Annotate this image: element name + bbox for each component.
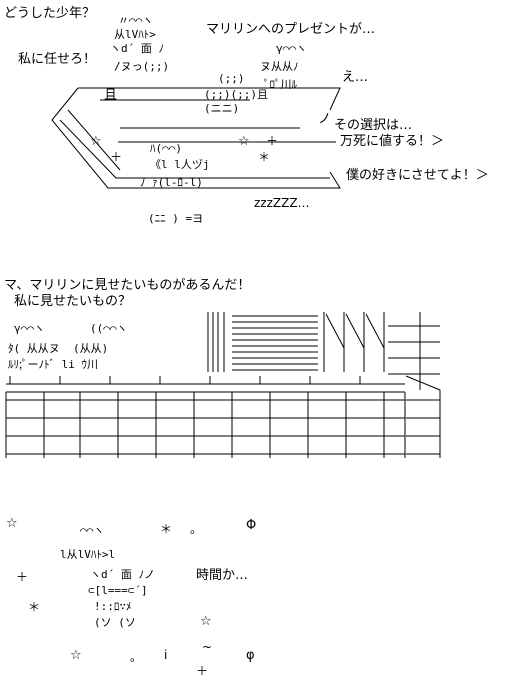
cake-middle: (;;)(;;)且 — [204, 88, 268, 101]
plus-icon: ＋ — [16, 570, 29, 584]
bodies-row: ﾙﾘ;ﾟーﾉﾄﾞ li ｳ川 — [8, 358, 99, 371]
cake-bottom: (ニニ) — [204, 102, 240, 115]
tilde-mark: ~ — [202, 640, 213, 654]
table-inner-edge — [59, 119, 330, 179]
star-icon: ☆ — [238, 134, 250, 149]
girl-left-face: 从lVﾊﾄ> — [114, 28, 156, 41]
sleeper-body: ﾉ ｧ(l-ﾛ-l) — [140, 176, 203, 189]
girl3-hair: ⌒⌒ヽ — [80, 524, 105, 537]
zzz-text: zzzZZZ… — [254, 196, 310, 210]
phi-small-icon: φ — [246, 648, 255, 663]
shelf-grid — [5, 376, 406, 458]
sleeper-hair: ﾊ(⌒⌒) — [150, 142, 182, 155]
girl-left-arm: /ヌっ(;;) — [114, 60, 176, 73]
girl3-mouth: ヽd´ 面 ﾉノ — [90, 568, 155, 581]
plus-icon: ＋ — [110, 150, 123, 164]
girl-right-hair: γ⌒⌒ヽ — [276, 42, 307, 55]
girl3-legs: !::ﾛ∵ﾒ — [94, 600, 132, 613]
girl-right-body: ﾟﾛﾟ川ﾙ — [264, 78, 297, 91]
dot-icon: 。 — [190, 522, 203, 536]
girl-right-hand: ノ — [318, 112, 332, 127]
caption-eh: え… — [342, 70, 369, 85]
caption-present: マリリンへのプレゼントが… — [206, 22, 376, 37]
plus-icon: ＋ — [266, 134, 279, 148]
girl3-cake: ⊂[l===⊂´] — [88, 584, 148, 597]
girl3-face: l从lVﾊﾄ>l — [60, 548, 116, 561]
girl-right-face: ヌ从从ﾉ — [260, 60, 299, 73]
cake-top: (;;) — [218, 72, 245, 85]
dot-icon: 。 — [130, 650, 143, 664]
sleeper-arms: (ﾆﾆ ) =ヨ — [148, 212, 204, 225]
caption-leave-it: 私に任せろ！ — [18, 52, 97, 67]
asterisk-icon: ＊ — [160, 522, 173, 536]
heads-right: ((⌒⌒ヽ — [90, 322, 128, 335]
caption-choice: その選択は… — [334, 118, 413, 133]
caption-whatever: 僕の好きにさせてよ！＞ — [346, 168, 489, 183]
table-top-edge — [78, 87, 341, 111]
table-inner-edge-2 — [67, 109, 121, 171]
faces-row: ﾀ( 从从ヌ (从从) — [8, 342, 109, 355]
girl-left-mouth: ヽd´ 面 ﾉ — [110, 42, 164, 55]
table-outline — [51, 87, 341, 189]
sleeper-face: 《l l人ヅj — [150, 158, 210, 171]
asterisk-icon: ＊ — [258, 150, 271, 164]
teacup-plate: 且 — [104, 88, 118, 103]
caption-deserves-death: 万死に値する！＞ — [340, 134, 445, 149]
phi-icon: Φ — [246, 518, 257, 533]
star-icon: ☆ — [90, 134, 102, 149]
plus-icon: ＋ — [196, 664, 209, 678]
caption-boy: どうした少年？ — [4, 6, 96, 21]
caption-time: 時間か… — [196, 568, 249, 583]
girl3-feet: (ソ (ソ — [94, 616, 136, 629]
i-mark: i — [164, 648, 168, 662]
star-icon: ☆ — [70, 648, 82, 663]
star-icon: ☆ — [200, 614, 212, 629]
asterisk-icon: ＊ — [28, 600, 41, 614]
girl-left-hair: 〃⌒⌒ヽ — [118, 14, 154, 27]
caption-what: 私に見せたいもの？ — [14, 294, 132, 309]
bookshelf — [207, 312, 441, 458]
caption-show: マ、マリリンに見せたいものがあるんだ！ — [4, 278, 251, 293]
heads-left: γ⌒⌒ヽ — [14, 322, 45, 335]
star-icon: ☆ — [6, 516, 18, 531]
